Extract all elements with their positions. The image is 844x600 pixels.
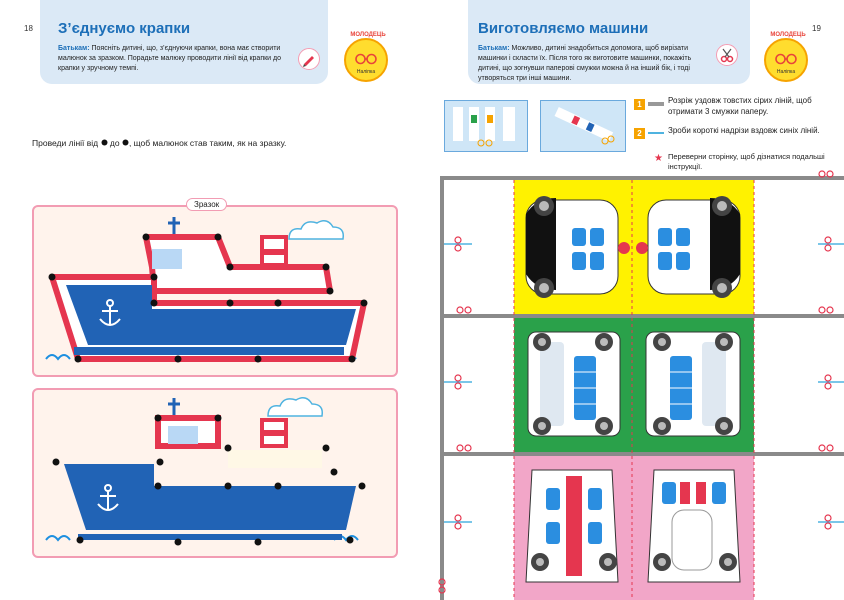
ship-hull xyxy=(66,285,356,345)
ship-cabin xyxy=(143,234,333,294)
star-icon: ★ xyxy=(654,153,663,164)
ship-sample-drawing xyxy=(45,217,368,363)
anchor-icon xyxy=(97,484,119,511)
dots xyxy=(52,414,366,546)
bus-left xyxy=(527,331,621,437)
step-text: Розріж уздовж товстих сірих ліній, щоб о… xyxy=(668,96,812,116)
ship-exercise-drawing xyxy=(45,397,366,546)
glasses-icon xyxy=(355,53,377,65)
header-box: Виготовляємо машини Батькам: Можливо, ди… xyxy=(468,0,750,84)
badge-bottom-text: Наліпка xyxy=(356,69,376,75)
cloud-icon xyxy=(267,397,324,417)
cut-lines xyxy=(440,176,844,600)
parents-text: Поясніть дитині, що, з’єднуючи крапки, в… xyxy=(58,45,282,73)
glasses-icon xyxy=(775,53,797,65)
left-page: 18 З’єднуємо крапки Батькам: Поясніть ди… xyxy=(24,0,398,558)
scissors-icon xyxy=(716,44,738,66)
dots xyxy=(48,233,368,363)
step-text: Зроби короткі надрізи вздовж синіх ліній… xyxy=(668,126,820,135)
instruction-part: до xyxy=(109,138,120,148)
parents-note: Батькам: Поясніть дитині, що, з’єднуючи … xyxy=(58,44,298,74)
instruction-part: , щоб малюнок став таким, як на зразку. xyxy=(128,138,287,148)
parents-text: Можливо, дитині знадобиться допомога, що… xyxy=(478,45,692,83)
exercise-panel xyxy=(32,388,398,558)
header-box: З’єднуємо крапки Батькам: Поясніть дитин… xyxy=(40,0,328,84)
step-number: 1 xyxy=(634,99,645,110)
instruction: Проведи лінії від до , щоб малюнок став … xyxy=(32,138,286,148)
ambulance-right xyxy=(647,469,741,583)
parents-label: Батькам: xyxy=(478,45,510,52)
cloud-icon xyxy=(288,220,345,240)
scissors-icon xyxy=(438,170,834,594)
page-number: 18 xyxy=(24,24,33,33)
ambulance-left xyxy=(525,469,619,583)
right-page: 19 Виготовляємо машини Батькам: Можливо,… xyxy=(422,0,844,600)
badge-top-text: МОЛОДЕЦЬ xyxy=(770,32,806,38)
bus-right xyxy=(645,331,741,437)
sticker-badge: МОЛОДЕЦЬ Наліпка xyxy=(344,32,388,82)
note-text: Переверни сторінку, щоб дізнатися подаль… xyxy=(668,152,825,172)
badge-top-text: МОЛОДЕЦЬ xyxy=(350,32,386,38)
step-thumbnail xyxy=(540,100,626,152)
blue-line-icon xyxy=(648,132,664,134)
sample-label: Зразок xyxy=(186,198,228,211)
police-car-left xyxy=(525,196,630,298)
step-number: 2 xyxy=(634,128,645,139)
grey-line-icon xyxy=(648,102,664,106)
pencil-icon xyxy=(298,48,320,70)
parents-note: Батькам: Можливо, дитині знадобиться доп… xyxy=(478,44,710,85)
car-strips xyxy=(438,170,844,600)
sample-panel xyxy=(32,205,398,377)
anchor-icon xyxy=(99,299,121,326)
sticker-badge: МОЛОДЕЦЬ Наліпка xyxy=(764,32,808,82)
dot-icon xyxy=(101,139,107,146)
step-thumbnail xyxy=(444,100,528,152)
page-title: Виготовляємо машини xyxy=(478,20,649,37)
page-number: 19 xyxy=(812,24,821,33)
badge-bottom-text: Наліпка xyxy=(776,69,796,75)
parents-label: Батькам: xyxy=(58,45,90,52)
page-title: З’єднуємо крапки xyxy=(58,20,191,37)
police-car-right xyxy=(636,196,741,298)
dot-icon xyxy=(122,139,129,146)
instruction-part: Проведи лінії від xyxy=(32,138,99,148)
ship-hull xyxy=(64,464,356,530)
flip-note: ★ Переверни сторінку, щоб дізнатися пода… xyxy=(654,152,844,172)
